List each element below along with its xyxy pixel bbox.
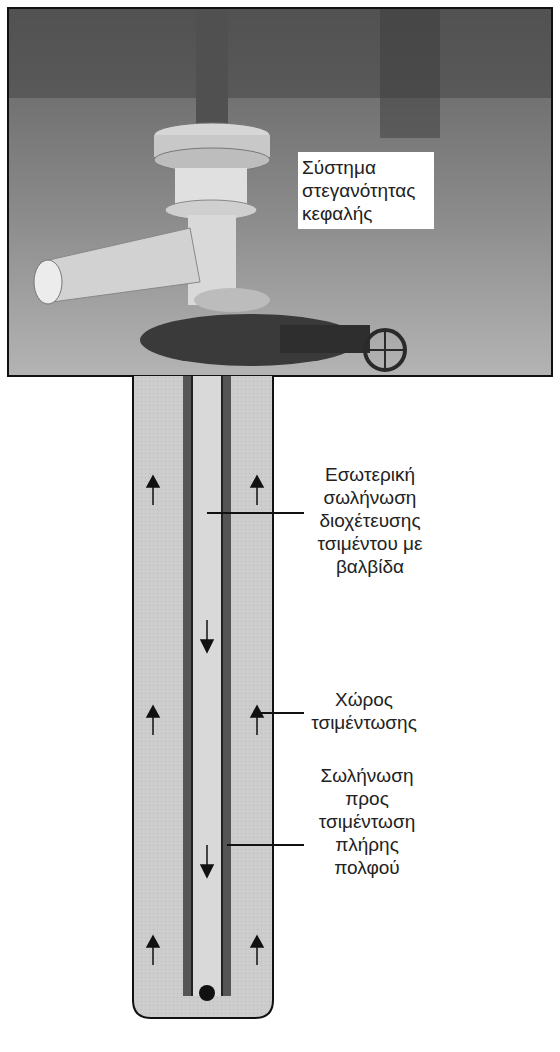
inner-tube-bore xyxy=(192,376,222,996)
part-label: Σωλήνωση προς τσιμέντωση πλήρης πολφού xyxy=(308,764,426,879)
hand-wheel-spoke xyxy=(365,349,405,351)
outlet-mouth xyxy=(34,260,62,304)
arrow-head xyxy=(251,706,263,717)
vertical-pipe xyxy=(196,8,228,128)
photo-background xyxy=(8,8,552,376)
inner-tube-wall xyxy=(191,376,193,996)
arrow-head xyxy=(147,476,159,487)
part-label: Χώρος τσιμέντωσης xyxy=(305,688,423,734)
arrow-head xyxy=(147,706,159,717)
tee-flange xyxy=(194,288,270,312)
arrow-head xyxy=(251,936,263,947)
photo-frame xyxy=(8,8,552,376)
callout-box-label: Σύστημα στεγανότητας κεφαλής xyxy=(298,152,434,229)
leader-line xyxy=(258,712,304,714)
valve-body xyxy=(280,325,370,353)
flow-arrow xyxy=(152,485,154,505)
leader-line xyxy=(207,512,304,514)
flow-arrow xyxy=(152,945,154,965)
arrow-head xyxy=(147,936,159,947)
wellhead-photo xyxy=(8,8,552,376)
photo-post xyxy=(380,8,440,138)
flow-arrow xyxy=(256,715,258,735)
arrow-head xyxy=(201,865,213,877)
hand-wheel xyxy=(365,330,405,370)
flow-arrow xyxy=(152,715,154,735)
borehole-wall xyxy=(133,376,273,1018)
valve-ball xyxy=(199,985,215,1001)
leader-line xyxy=(227,844,304,846)
flow-arrow xyxy=(256,945,258,965)
flow-arrow xyxy=(256,485,258,505)
photo-shadow xyxy=(8,8,552,98)
inner-tube-wall xyxy=(221,376,223,996)
flow-arrow xyxy=(206,620,208,642)
up-flow-arrows xyxy=(147,476,263,965)
side-outlet-pipe xyxy=(40,228,200,302)
flow-arrow xyxy=(206,845,208,867)
casing-wall xyxy=(183,376,192,996)
casing-wall xyxy=(222,376,231,996)
arrow-head xyxy=(201,640,213,652)
part-label: Εσωτερική σωλήνωση διοχέτευσης τσιμέντου… xyxy=(305,463,435,578)
down-flow-arrows xyxy=(201,620,213,877)
arrow-head xyxy=(251,476,263,487)
